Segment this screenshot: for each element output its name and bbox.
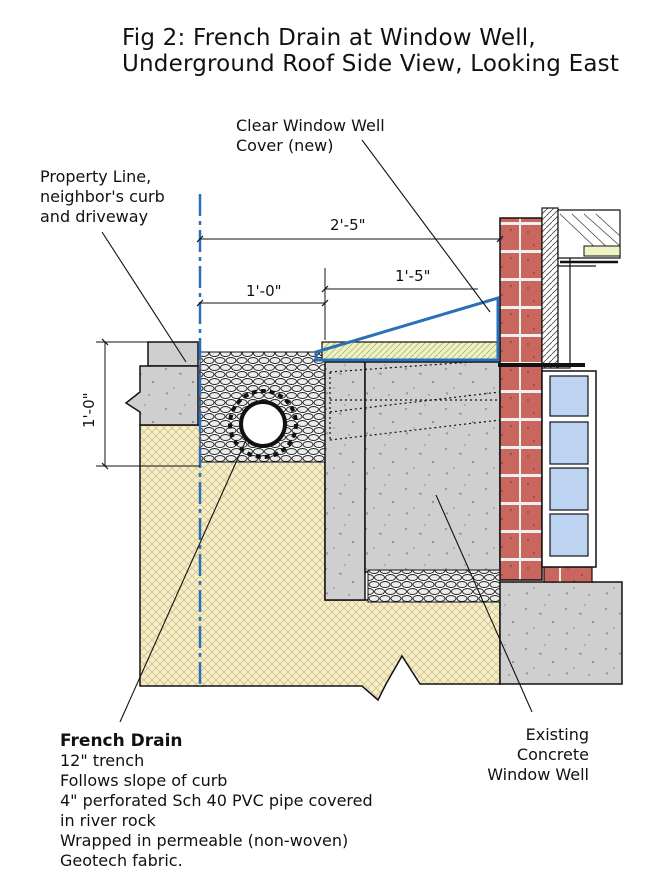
dimension-lines bbox=[96, 228, 504, 470]
french-drain-note-line-6: Geotech fabric. bbox=[60, 851, 183, 870]
label-window-cover-line-2: Cover (new) bbox=[236, 136, 334, 155]
dim-overall-width: 2'-5" bbox=[330, 216, 366, 234]
label-property-line-2: neighbor's curb bbox=[40, 187, 165, 206]
label-property-line-3: and driveway bbox=[40, 207, 149, 226]
pvc-pipe bbox=[239, 400, 287, 448]
glass-block-window bbox=[541, 370, 597, 568]
label-existing-well-1: Existing bbox=[525, 725, 589, 744]
leader-lines bbox=[101, 139, 533, 723]
label-window-cover: Clear Window Well Cover (new) bbox=[236, 116, 385, 156]
dim-cover-width: 1'-5" bbox=[395, 267, 431, 285]
label-window-cover-line-1: Clear Window Well bbox=[236, 116, 385, 135]
dim-trench-depth: 1'-0" bbox=[80, 392, 98, 428]
label-property-line: Property Line, neighbor's curb and drive… bbox=[40, 167, 165, 227]
window-well-cover bbox=[314, 295, 501, 362]
french-drain-note-title: French Drain bbox=[60, 731, 183, 751]
label-existing-well: Existing Concrete Window Well bbox=[471, 725, 589, 785]
french-drain-note-line-4: in river rock bbox=[60, 811, 156, 830]
french-drain-note-line-1: 12" trench bbox=[60, 751, 145, 770]
figure-title-line-2: Underground Roof Side View, Looking East bbox=[122, 51, 620, 77]
brick-sill bbox=[543, 566, 593, 583]
well-hidden-lines bbox=[329, 359, 501, 441]
label-existing-well-2: Concrete bbox=[516, 745, 589, 764]
wall-framing bbox=[541, 207, 621, 369]
french-drain-note-line-2: Follows slope of curb bbox=[60, 771, 228, 790]
neighbor-curb bbox=[124, 341, 199, 426]
french-drain-note-line-5: Wrapped in permeable (non-woven) bbox=[60, 831, 349, 850]
label-existing-well-3: Window Well bbox=[487, 765, 589, 784]
label-property-line-1: Property Line, bbox=[40, 167, 152, 186]
figure-title-line-1: Fig 2: French Drain at Window Well, bbox=[122, 25, 536, 51]
concrete-window-well bbox=[324, 361, 623, 685]
brick-wall bbox=[499, 217, 543, 581]
french-drain-note-line-3: 4" perforated Sch 40 PVC pipe covered bbox=[60, 791, 373, 810]
dim-trench-width: 1'-0" bbox=[246, 282, 282, 300]
geotech-fabric bbox=[228, 389, 298, 459]
french-drain-note: French Drain 12" trench Follows slope of… bbox=[60, 731, 373, 871]
